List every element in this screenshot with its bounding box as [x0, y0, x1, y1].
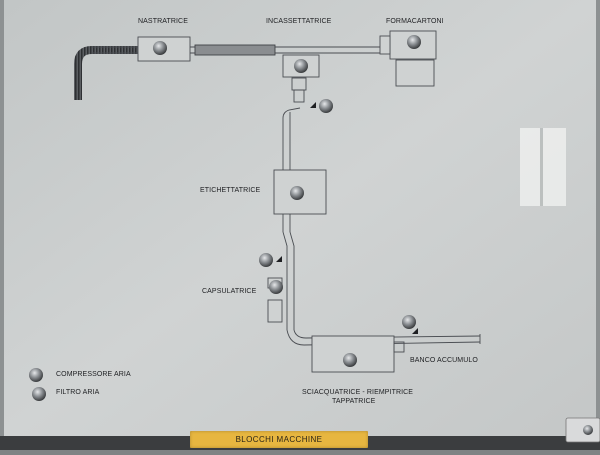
- screw-icon: [583, 425, 593, 435]
- regulator-knob-icon: [319, 99, 333, 113]
- regulator-knob-icon: [259, 253, 273, 267]
- arrow-marker: [310, 102, 316, 108]
- label-incassettatrice: INCASSETTATRICE: [266, 18, 332, 25]
- conveyor-lines: [74, 30, 481, 373]
- regulator-knob-icon: [407, 35, 421, 49]
- regulator-knob-icon: [290, 186, 304, 200]
- label-nastratrice: NASTRATRICE: [138, 18, 188, 25]
- regulator-knob-icon: [269, 280, 283, 294]
- label-sciacquatrice-line2: TAPPATRICE: [332, 398, 376, 405]
- label-etichettatrice: ETICHETTATRICE: [200, 187, 261, 194]
- regulator-knob-icon: [343, 353, 357, 367]
- label-banco-accumulo: BANCO ACCUMULO: [410, 357, 478, 364]
- regulator-knob-icon: [153, 41, 167, 55]
- label-formacartoni: FORMACARTONI: [386, 18, 444, 25]
- regulator-knob-icon: [402, 315, 416, 329]
- arrow-marker: [412, 328, 418, 334]
- arrow-marker: [276, 256, 282, 262]
- legend-compressore: COMPRESSORE ARIA: [56, 371, 131, 378]
- compressor-legend-icon: [29, 368, 43, 382]
- label-sciacquatrice-line1: SCIACQUATRICE - RIEMPITRICE: [302, 389, 414, 396]
- title-strip: BLOCCHI MACCHINE: [190, 431, 368, 448]
- label-capsulatrice: CAPSULATRICE: [202, 288, 257, 295]
- filter-legend-icon: [32, 387, 46, 401]
- panel-title: BLOCCHI MACCHINE: [235, 435, 323, 444]
- regulator-knobs: [29, 35, 421, 401]
- regulator-knob-icon: [294, 59, 308, 73]
- legend-filtro: FILTRO ARIA: [56, 389, 100, 396]
